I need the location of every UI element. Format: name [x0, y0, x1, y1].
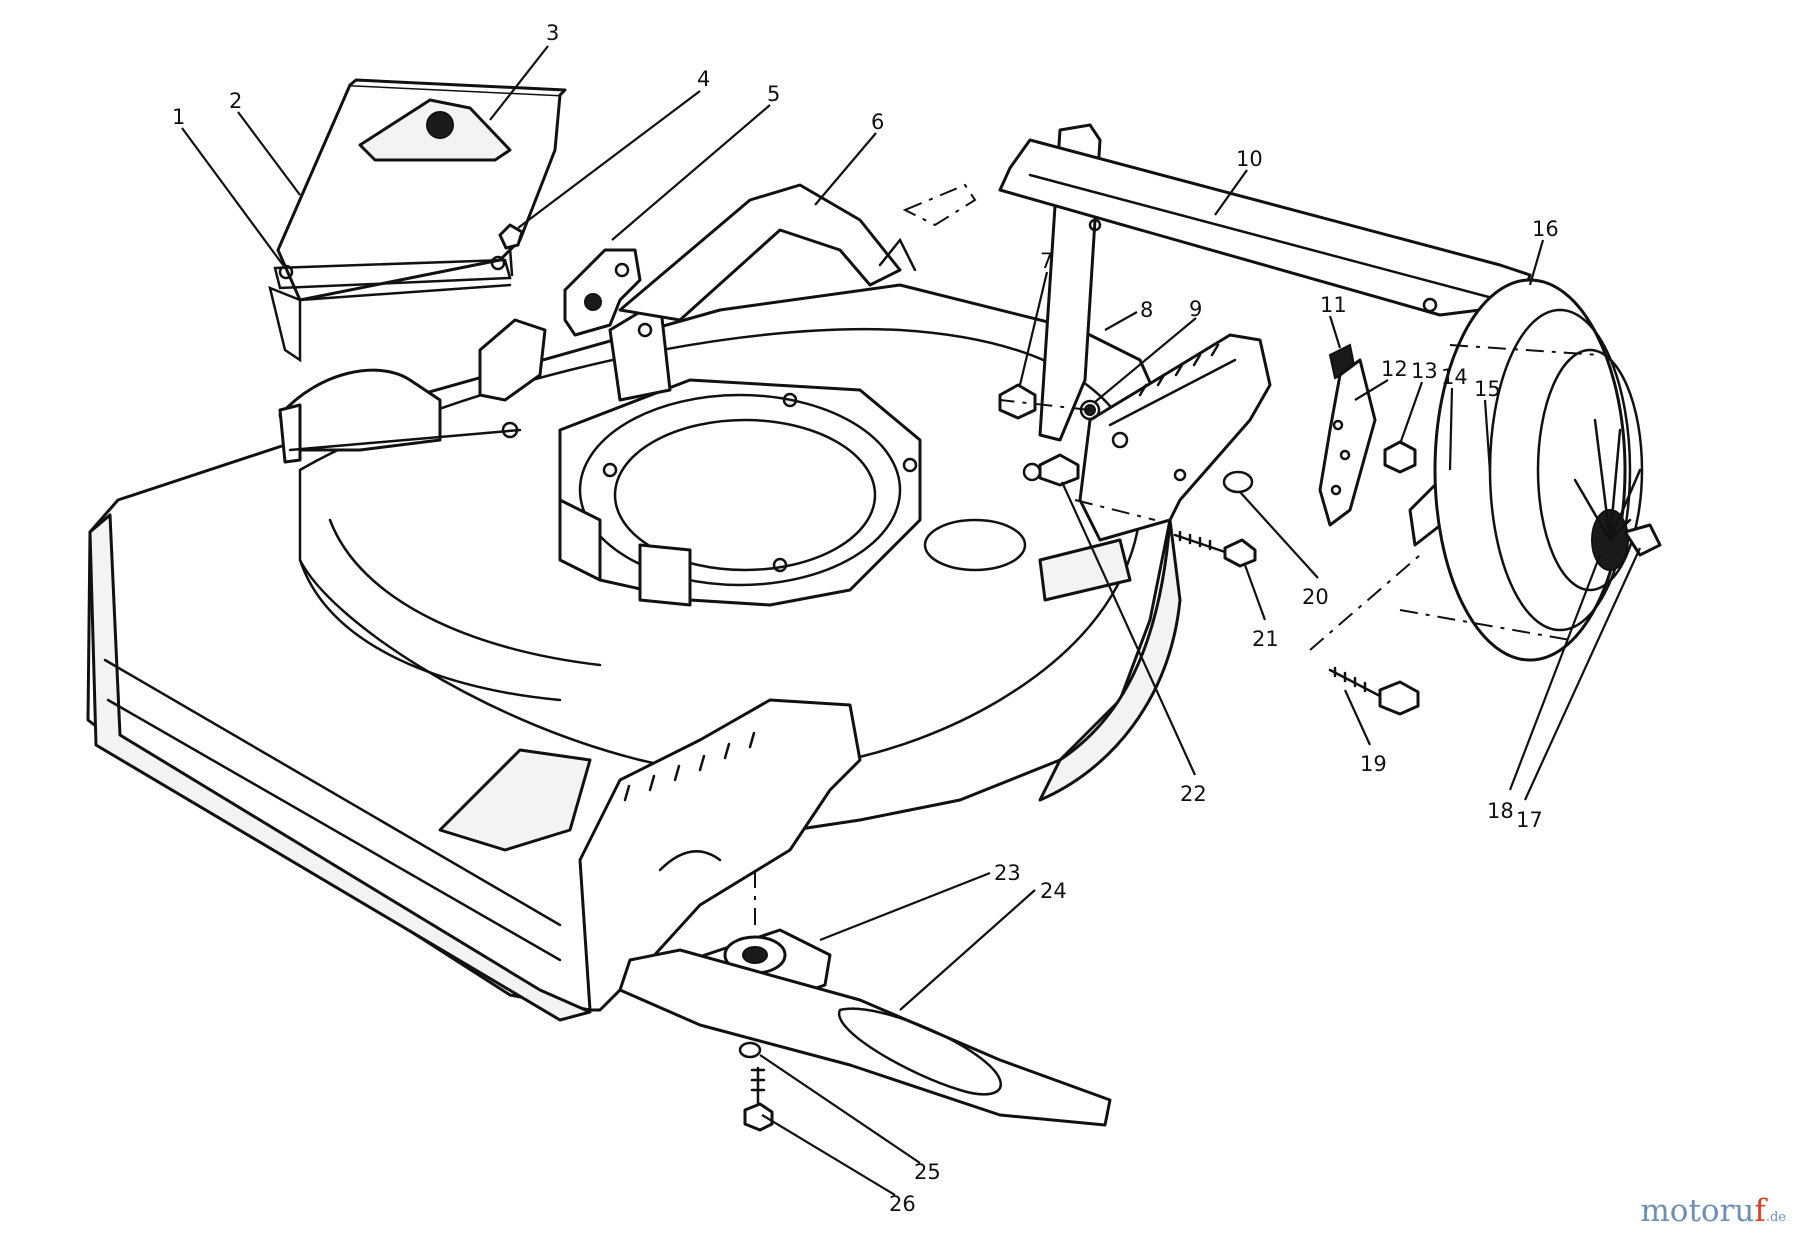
height-plate-12: [1318, 358, 1377, 527]
callout-24: 24: [1040, 879, 1067, 903]
blade-24: [618, 948, 1112, 1127]
callout-2: 2: [229, 89, 242, 113]
callout-23: 23: [994, 861, 1021, 885]
discharge-hinge-parts: [278, 318, 547, 464]
callout-1: 1: [172, 105, 185, 129]
small-hardware: [998, 383, 1101, 487]
leader-lines: [181, 45, 1642, 1196]
blade-bolt-26: [738, 1041, 774, 1132]
callout-10: 10: [1236, 147, 1263, 171]
callout-13: 13: [1411, 359, 1438, 383]
watermark-accent: f: [1754, 1193, 1766, 1229]
callout-22: 22: [1180, 782, 1207, 806]
callout-8: 8: [1140, 298, 1153, 322]
callout-16: 16: [1532, 217, 1559, 241]
callout-labels: 1 2 3 4 5 6 7 8 9 10 11 12 13 14 15 16 1…: [172, 21, 1559, 1216]
deflector-cover-assembly: [268, 78, 567, 363]
callout-15: 15: [1474, 377, 1501, 401]
bolt-21: [1173, 530, 1257, 568]
callout-21: 21: [1252, 627, 1279, 651]
callout-7: 7: [1040, 249, 1053, 273]
watermark-tld: .de: [1765, 1210, 1786, 1225]
site-watermark: motoruf.de: [1640, 1193, 1786, 1229]
callout-17: 17: [1516, 808, 1543, 832]
callout-14: 14: [1441, 365, 1468, 389]
callout-3: 3: [546, 21, 559, 45]
callout-11: 11: [1320, 293, 1347, 317]
wheel-16: [1399, 278, 1662, 662]
hinge-bracket-5: [563, 248, 642, 337]
assembly-lines: [902, 183, 1156, 521]
callout-12: 12: [1381, 357, 1408, 381]
callout-18: 18: [1487, 799, 1514, 823]
callout-25: 25: [914, 1160, 941, 1184]
mower-deck-housing: [86, 183, 1272, 1022]
callout-26: 26: [889, 1192, 916, 1216]
callout-9: 9: [1189, 297, 1202, 321]
callout-5: 5: [767, 82, 780, 106]
screw-4: [498, 223, 524, 277]
callout-20: 20: [1302, 585, 1329, 609]
callout-19: 19: [1360, 752, 1387, 776]
washer-20: [1222, 470, 1254, 494]
watermark-main: motoru: [1640, 1193, 1755, 1229]
callout-4: 4: [697, 67, 710, 91]
bolt-19: [1309, 554, 1421, 716]
callout-6: 6: [871, 110, 884, 134]
